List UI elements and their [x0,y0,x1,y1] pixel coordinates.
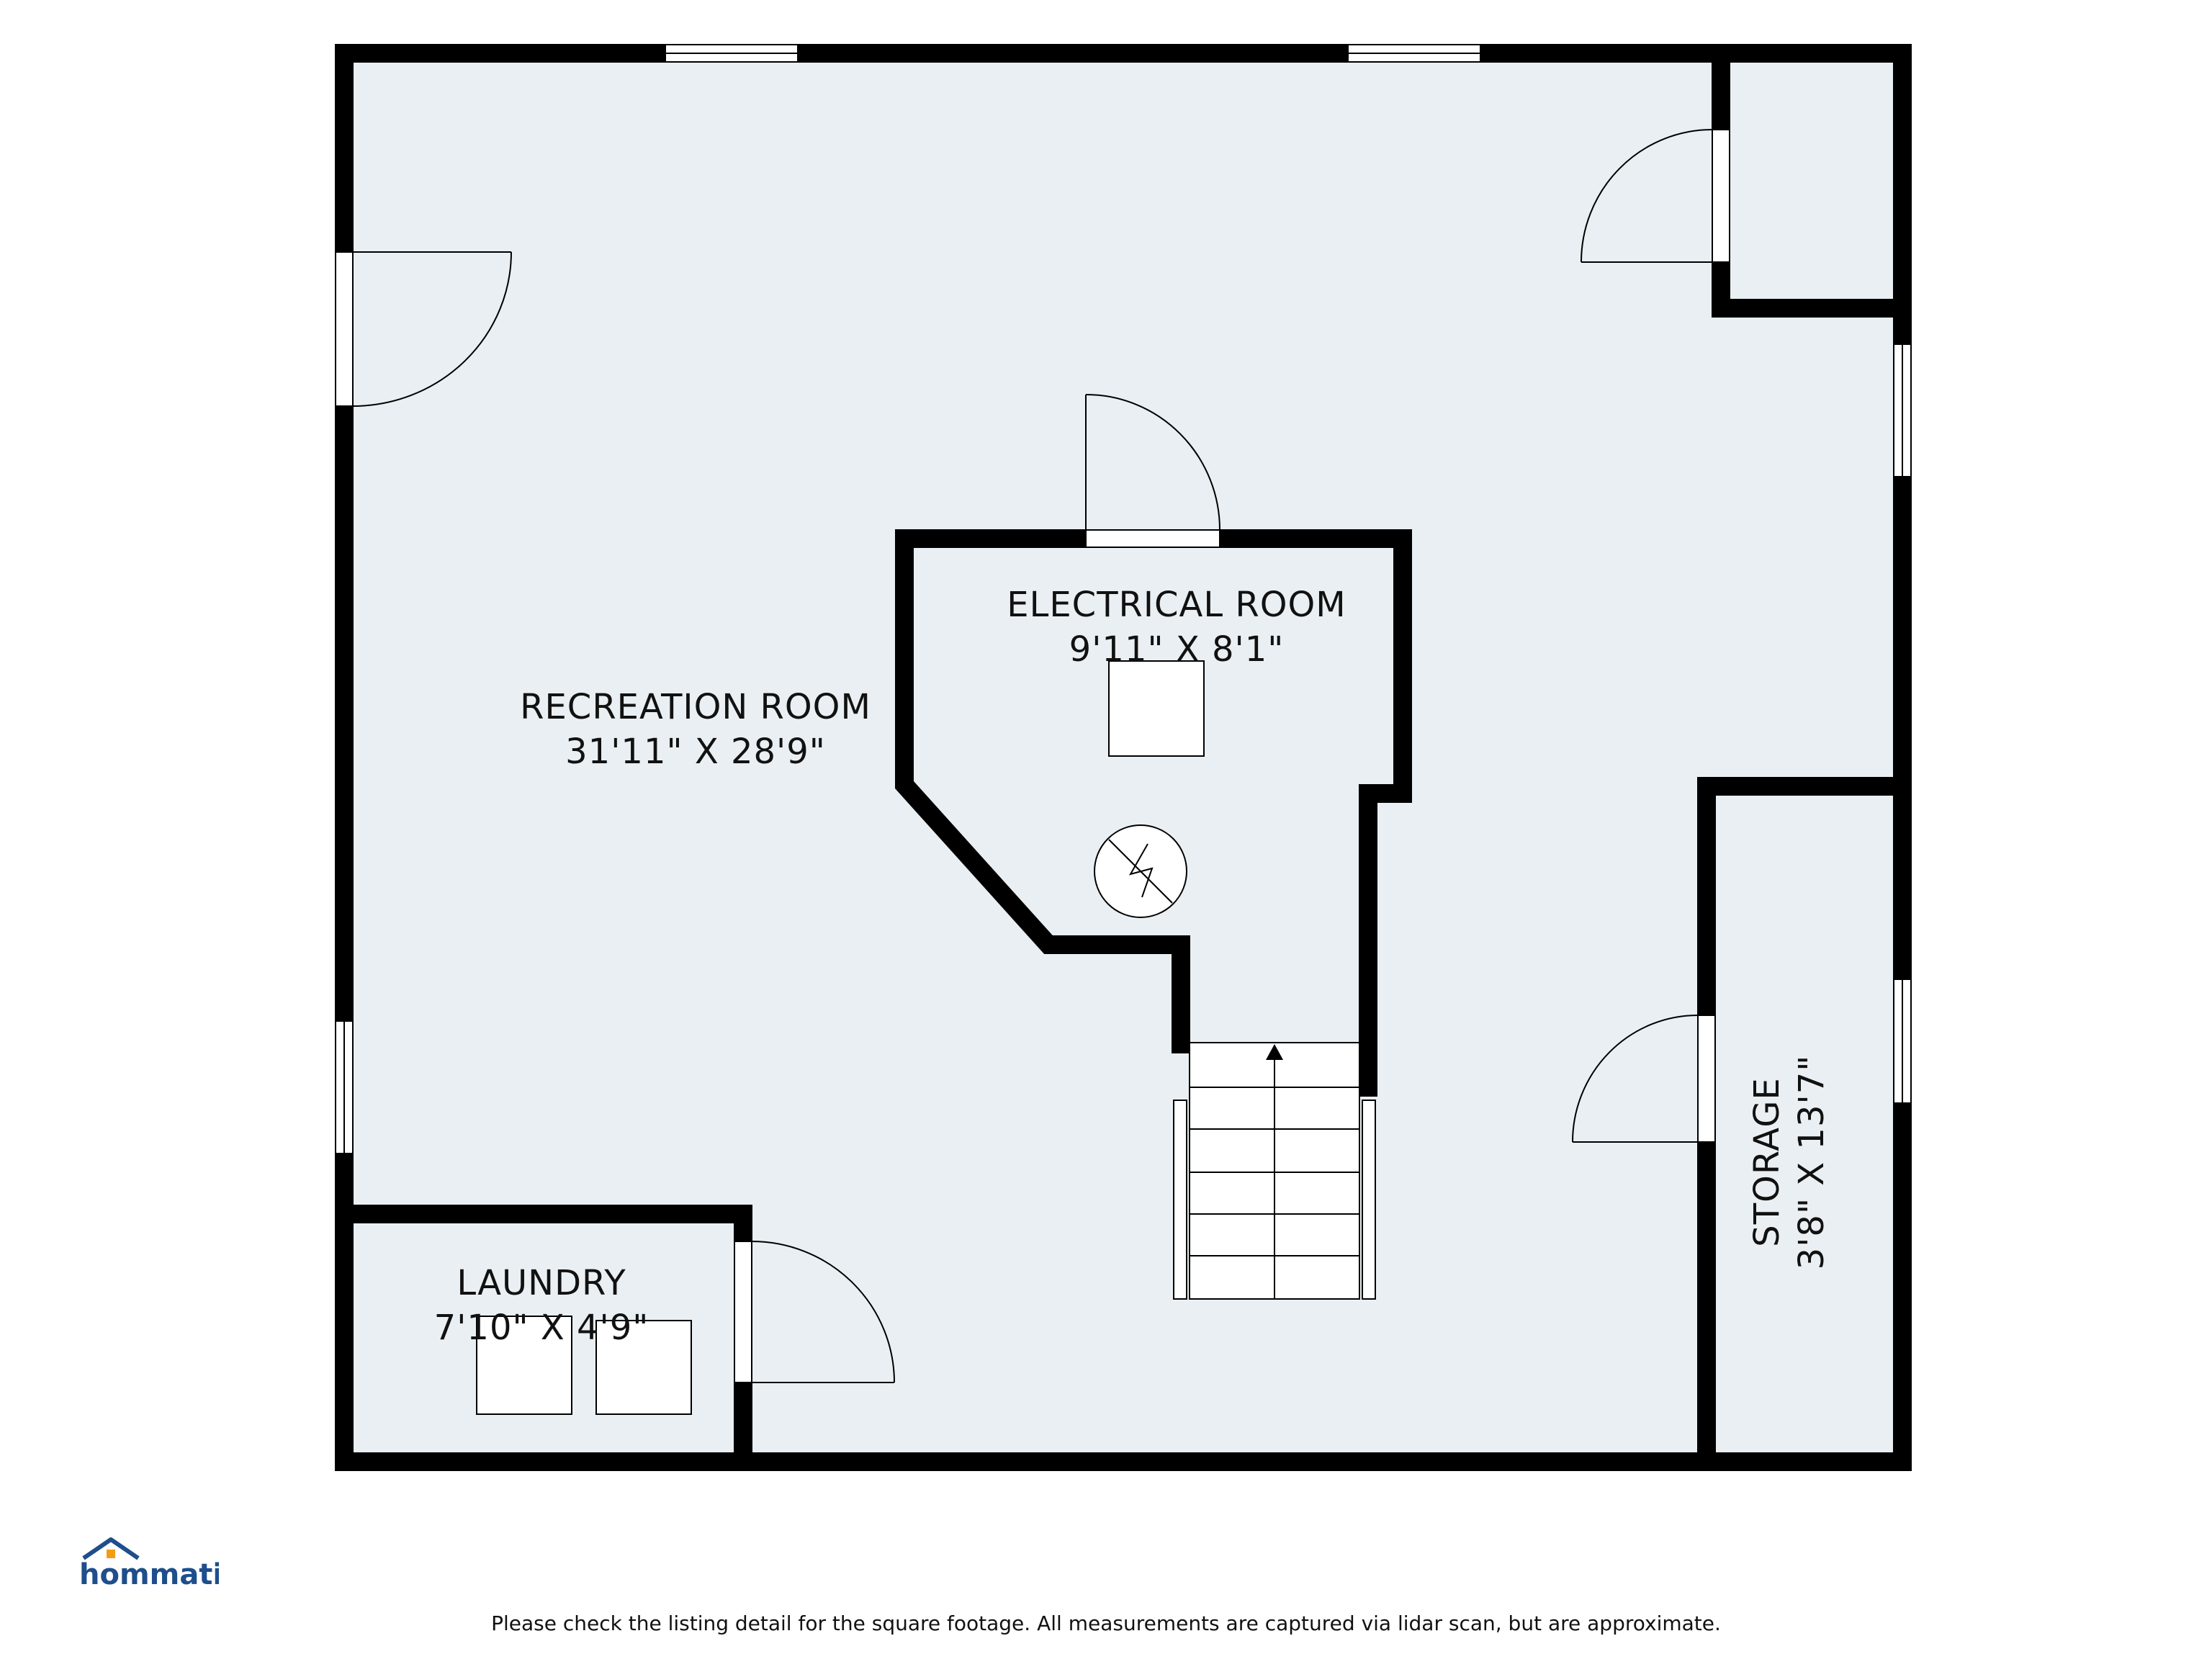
room-dimensions-storage: 3'8" X 13'7" [1791,1055,1832,1270]
stairs-up-arrow-icon [1266,1044,1283,1060]
stair-rail-left [1173,1100,1187,1300]
room-name-storage: STORAGE [1747,1077,1787,1247]
floor-area [344,53,1902,1462]
door-laundry [734,1241,895,1383]
window-top-right [1347,44,1481,63]
door-electrical-room [1085,394,1220,548]
room-name-laundry: LAUNDRY [457,1263,626,1303]
dryer-icon [595,1320,692,1415]
hommati-logo: hommati [79,1537,219,1591]
logo-text: hommati [79,1558,219,1591]
door-storage [1572,1015,1716,1143]
house-icon [82,1537,140,1560]
washer-icon [476,1316,572,1415]
window-left-lower [335,1020,354,1154]
door-closet [1581,129,1730,263]
room-dimensions-electrical: 9'11" X 8'1" [1069,629,1285,670]
exterior-wall [335,44,1912,1471]
storage-wall [1697,777,1912,1471]
room-dimensions-recreation: 31'11" X 28'9" [565,732,826,772]
room-name-electrical: ELECTRICAL ROOM [1007,585,1346,625]
disclaimer-text: Please check the listing detail for the … [491,1611,1721,1635]
electrical-panel-icon [1094,824,1187,918]
window-right-lower [1893,979,1912,1104]
stairs [1173,1042,1376,1300]
appliance-icon [1108,660,1205,757]
room-dimensions-laundry: 7'10" X 4'9" [434,1308,649,1348]
electrical-room-wall [895,529,1412,1097]
window-top-left [665,44,799,63]
room-name-recreation: RECREATION ROOM [520,687,871,727]
stair-rail-right [1362,1100,1376,1300]
window-right-upper [1893,343,1912,477]
door-left-exterior [335,251,512,407]
